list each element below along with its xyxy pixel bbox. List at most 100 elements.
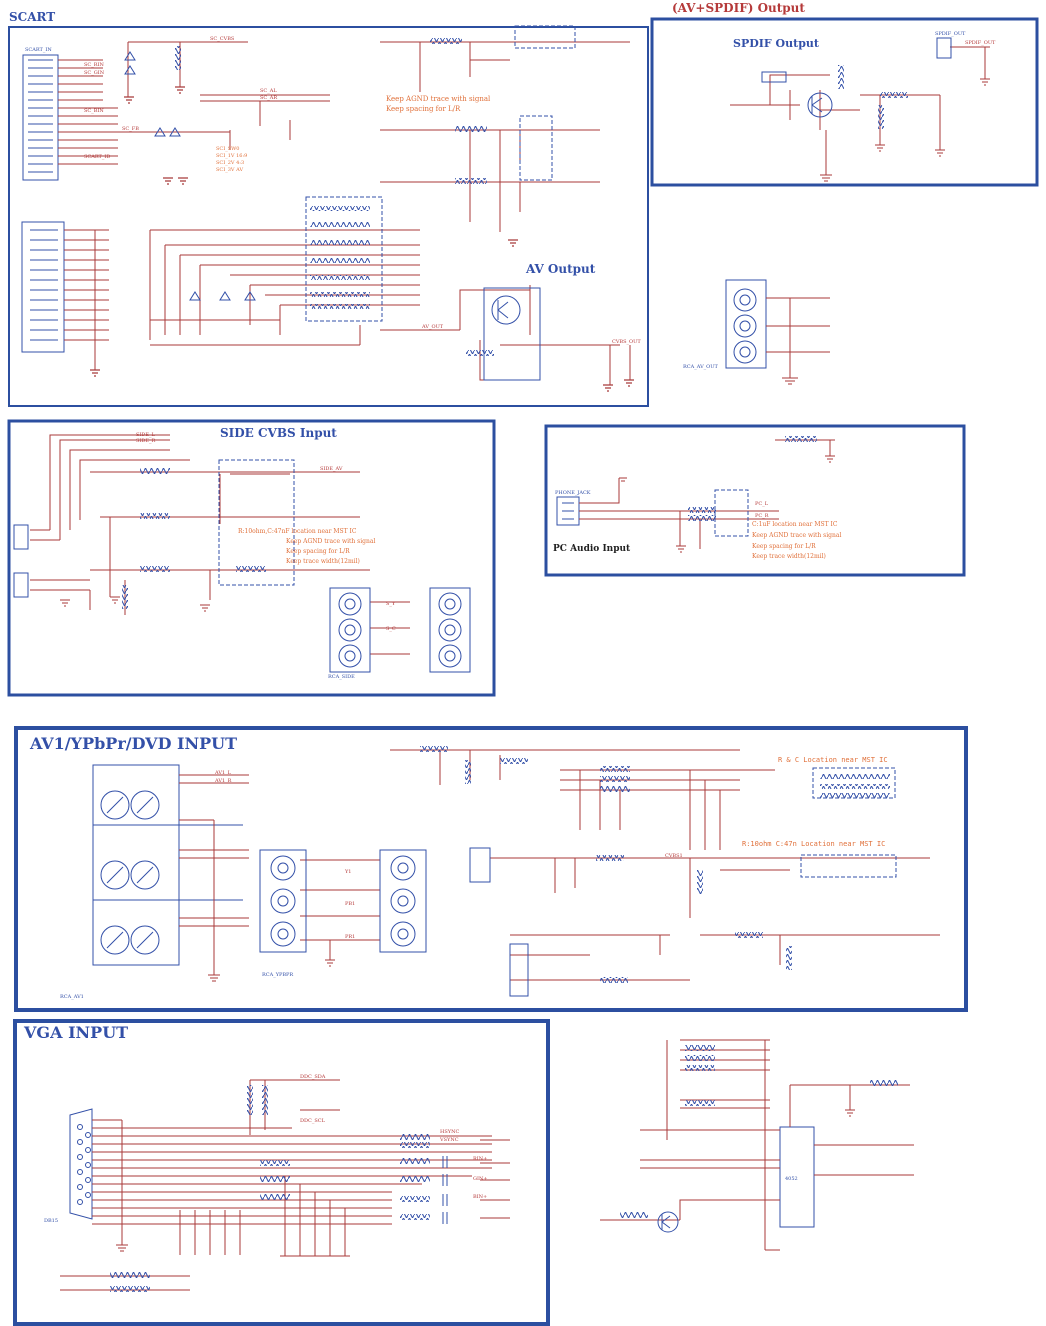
audio-switch-resistors: [620, 1045, 898, 1218]
av1-resistors: [420, 746, 890, 983]
svg-text:SCI_SW0: SCI_SW0: [216, 146, 239, 152]
scart-ground-note: Keep AGND trace with signal Keep spacing…: [386, 95, 491, 113]
vga-caps: [442, 1156, 448, 1224]
svg-text:PC_L: PC_L: [755, 501, 769, 507]
svg-text:SCI_1V 16:9: SCI_1V 16:9: [216, 153, 247, 159]
svg-text:SC_GIN: SC_GIN: [84, 70, 105, 76]
scart-panel: [8, 26, 649, 407]
vga-conn-ref: DB15: [44, 1218, 58, 1224]
scart-conn-ref: SCART_IN: [25, 47, 52, 53]
switch-ic-ref: 4052: [785, 1176, 798, 1182]
vga-title: VGA INPUT: [23, 1023, 128, 1042]
pc-audio-panel: [544, 424, 966, 577]
svg-text:RIN+: RIN+: [473, 1156, 487, 1162]
side-conn-ref: RCA_SIDE: [328, 674, 355, 680]
av1-wires: [179, 749, 940, 982]
svg-text:Y1: Y1: [344, 869, 351, 875]
sheet-top-title: (AV+SPDIF) Output: [672, 1, 805, 15]
vga-db15-connector: [69, 1108, 93, 1220]
av1-r10-note: R:10ohm C:47n Location near MST IC: [742, 840, 885, 848]
scart-connector: [22, 54, 59, 181]
svg-text:SC_AL: SC_AL: [260, 88, 277, 94]
svg-text:Keep trace width(12mil): Keep trace width(12mil): [286, 558, 360, 565]
spdif-components: [761, 37, 952, 118]
svg-text:PC_R: PC_R: [755, 513, 769, 519]
side-cvbs-resistors: [122, 468, 266, 609]
spdif-circuit: [730, 46, 990, 182]
svg-text:CVBS1: CVBS1: [665, 853, 683, 859]
scart-grounds: [90, 86, 634, 392]
scart-resistors: [175, 38, 494, 356]
av1-ypbpr-connectors: [259, 767, 897, 997]
scart-components: [124, 25, 576, 381]
svg-text:SIDE_L: SIDE_L: [136, 432, 156, 438]
svg-text:AV1_R: AV1_R: [214, 778, 232, 784]
svg-text:SCART_ID: SCART_ID: [84, 154, 110, 160]
svg-text:SC_FB: SC_FB: [122, 126, 139, 132]
av-out-rca-wires: [766, 297, 830, 385]
svg-text:CVBS_OUT: CVBS_OUT: [612, 339, 641, 345]
svg-text:SCI_3V AV: SCI_3V AV: [216, 167, 243, 173]
vga-panel: [13, 1019, 550, 1326]
spdif-net-label: SPDIF_OUT: [965, 40, 996, 46]
scart-sci-note: SCI_SW0 SCI_1V 16:9 SCI_2V 4:3 SCI_3V AV: [216, 146, 247, 173]
side-cvbs-net-labels: SIDE_L SIDE_R SIDE_AV S_Y S_C: [136, 432, 396, 632]
svg-text:Keep AGND trace with signal: Keep AGND trace with signal: [286, 538, 375, 545]
svg-text:SCI_2V 4:3: SCI_2V 4:3: [216, 160, 244, 166]
audio-switch-ic: [779, 1126, 815, 1228]
side-cvbs-title: SIDE CVBS Input: [220, 426, 337, 440]
svg-text:C:1uF location near MST IC: C:1uF location near MST IC: [752, 521, 838, 528]
svg-text:SIDE_R: SIDE_R: [136, 438, 156, 444]
av-output-title: AV Output: [525, 262, 596, 276]
spdif-resistors: [838, 65, 908, 129]
pc-jack-ref: PHONE_JACK: [555, 490, 591, 496]
scart-wires: [58, 41, 631, 385]
svg-text:DDC_SCL: DDC_SCL: [300, 1118, 326, 1124]
av1-conn-ref: RCA_AV1: [60, 994, 84, 1000]
scart-title: SCART: [9, 10, 55, 24]
scart-connector-2: [21, 221, 65, 353]
av1-ypbpr-panel: [14, 726, 968, 1012]
ypbpr-conn-ref: RCA_YPBPR: [262, 972, 293, 978]
side-cvbs-notes: R:10ohm,C:47nF location near MST IC Keep…: [238, 528, 375, 565]
pc-audio-notes: C:1uF location near MST IC Keep AGND tra…: [752, 521, 841, 560]
av-output-net-labels: AV_OUT CVBS_OUT: [421, 324, 641, 345]
svg-text:Keep AGND trace with signal: Keep AGND trace with signal: [752, 532, 841, 539]
svg-text:SC_BIN: SC_BIN: [84, 108, 104, 114]
svg-text:GIN+: GIN+: [473, 1176, 488, 1182]
svg-text:VSYNC: VSYNC: [439, 1137, 459, 1143]
av1-net-labels: Y1 PB1 PR1 AV1_L AV1_R CVBS1: [214, 770, 683, 940]
spdif-panel: [650, 17, 1039, 187]
pc-audio-net-labels: PC_L PC_R: [755, 501, 769, 519]
svg-text:DDC_SDA: DDC_SDA: [300, 1074, 326, 1080]
pc-audio-resistors: [688, 436, 817, 521]
vga-net-labels: HSYNC VSYNC RIN+ GIN+ BIN+ DDC_SDA DDC_S…: [300, 1074, 488, 1200]
av-out-rca-ref: RCA_AV_OUT: [683, 364, 718, 370]
side-cvbs-wires: [30, 434, 410, 655]
av-out-rca-connector: [725, 279, 767, 369]
svg-text:PR1: PR1: [345, 934, 355, 940]
svg-text:BIN+: BIN+: [473, 1194, 487, 1200]
svg-text:HSYNC: HSYNC: [440, 1129, 459, 1135]
pc-audio-jack: [556, 496, 580, 526]
side-cvbs-components: [13, 459, 471, 673]
svg-text:SC_CVBS: SC_CVBS: [210, 36, 235, 42]
pc-audio-title: PC Audio Input: [553, 544, 631, 554]
svg-text:S_C: S_C: [386, 626, 396, 632]
svg-text:AV_OUT: AV_OUT: [421, 324, 444, 330]
av1-rc-note: R & C Location near MST IC: [778, 756, 888, 764]
vga-resistors: [110, 1085, 430, 1292]
pc-audio-components: [714, 489, 749, 537]
audio-switch-wires: [600, 1039, 914, 1251]
svg-text:Keep trace width(12mil): Keep trace width(12mil): [752, 553, 826, 560]
svg-text:SC_RIN: SC_RIN: [84, 62, 104, 68]
svg-text:PB1: PB1: [345, 901, 355, 907]
audio-switch-transistor: [657, 1211, 679, 1233]
side-cvbs-panel: [7, 419, 496, 697]
av1-big-rca-connector: [92, 764, 243, 966]
av1-ypbpr-title: AV1/YPbPr/DVD INPUT: [29, 734, 237, 753]
scart-net-labels: SC_RIN SC_GIN SC_BIN SC_FB SC_CVBS SC_AL…: [84, 36, 277, 160]
svg-text:Keep spacing for L/R: Keep spacing for L/R: [386, 105, 461, 113]
svg-text:SIDE_AV: SIDE_AV: [320, 466, 343, 472]
